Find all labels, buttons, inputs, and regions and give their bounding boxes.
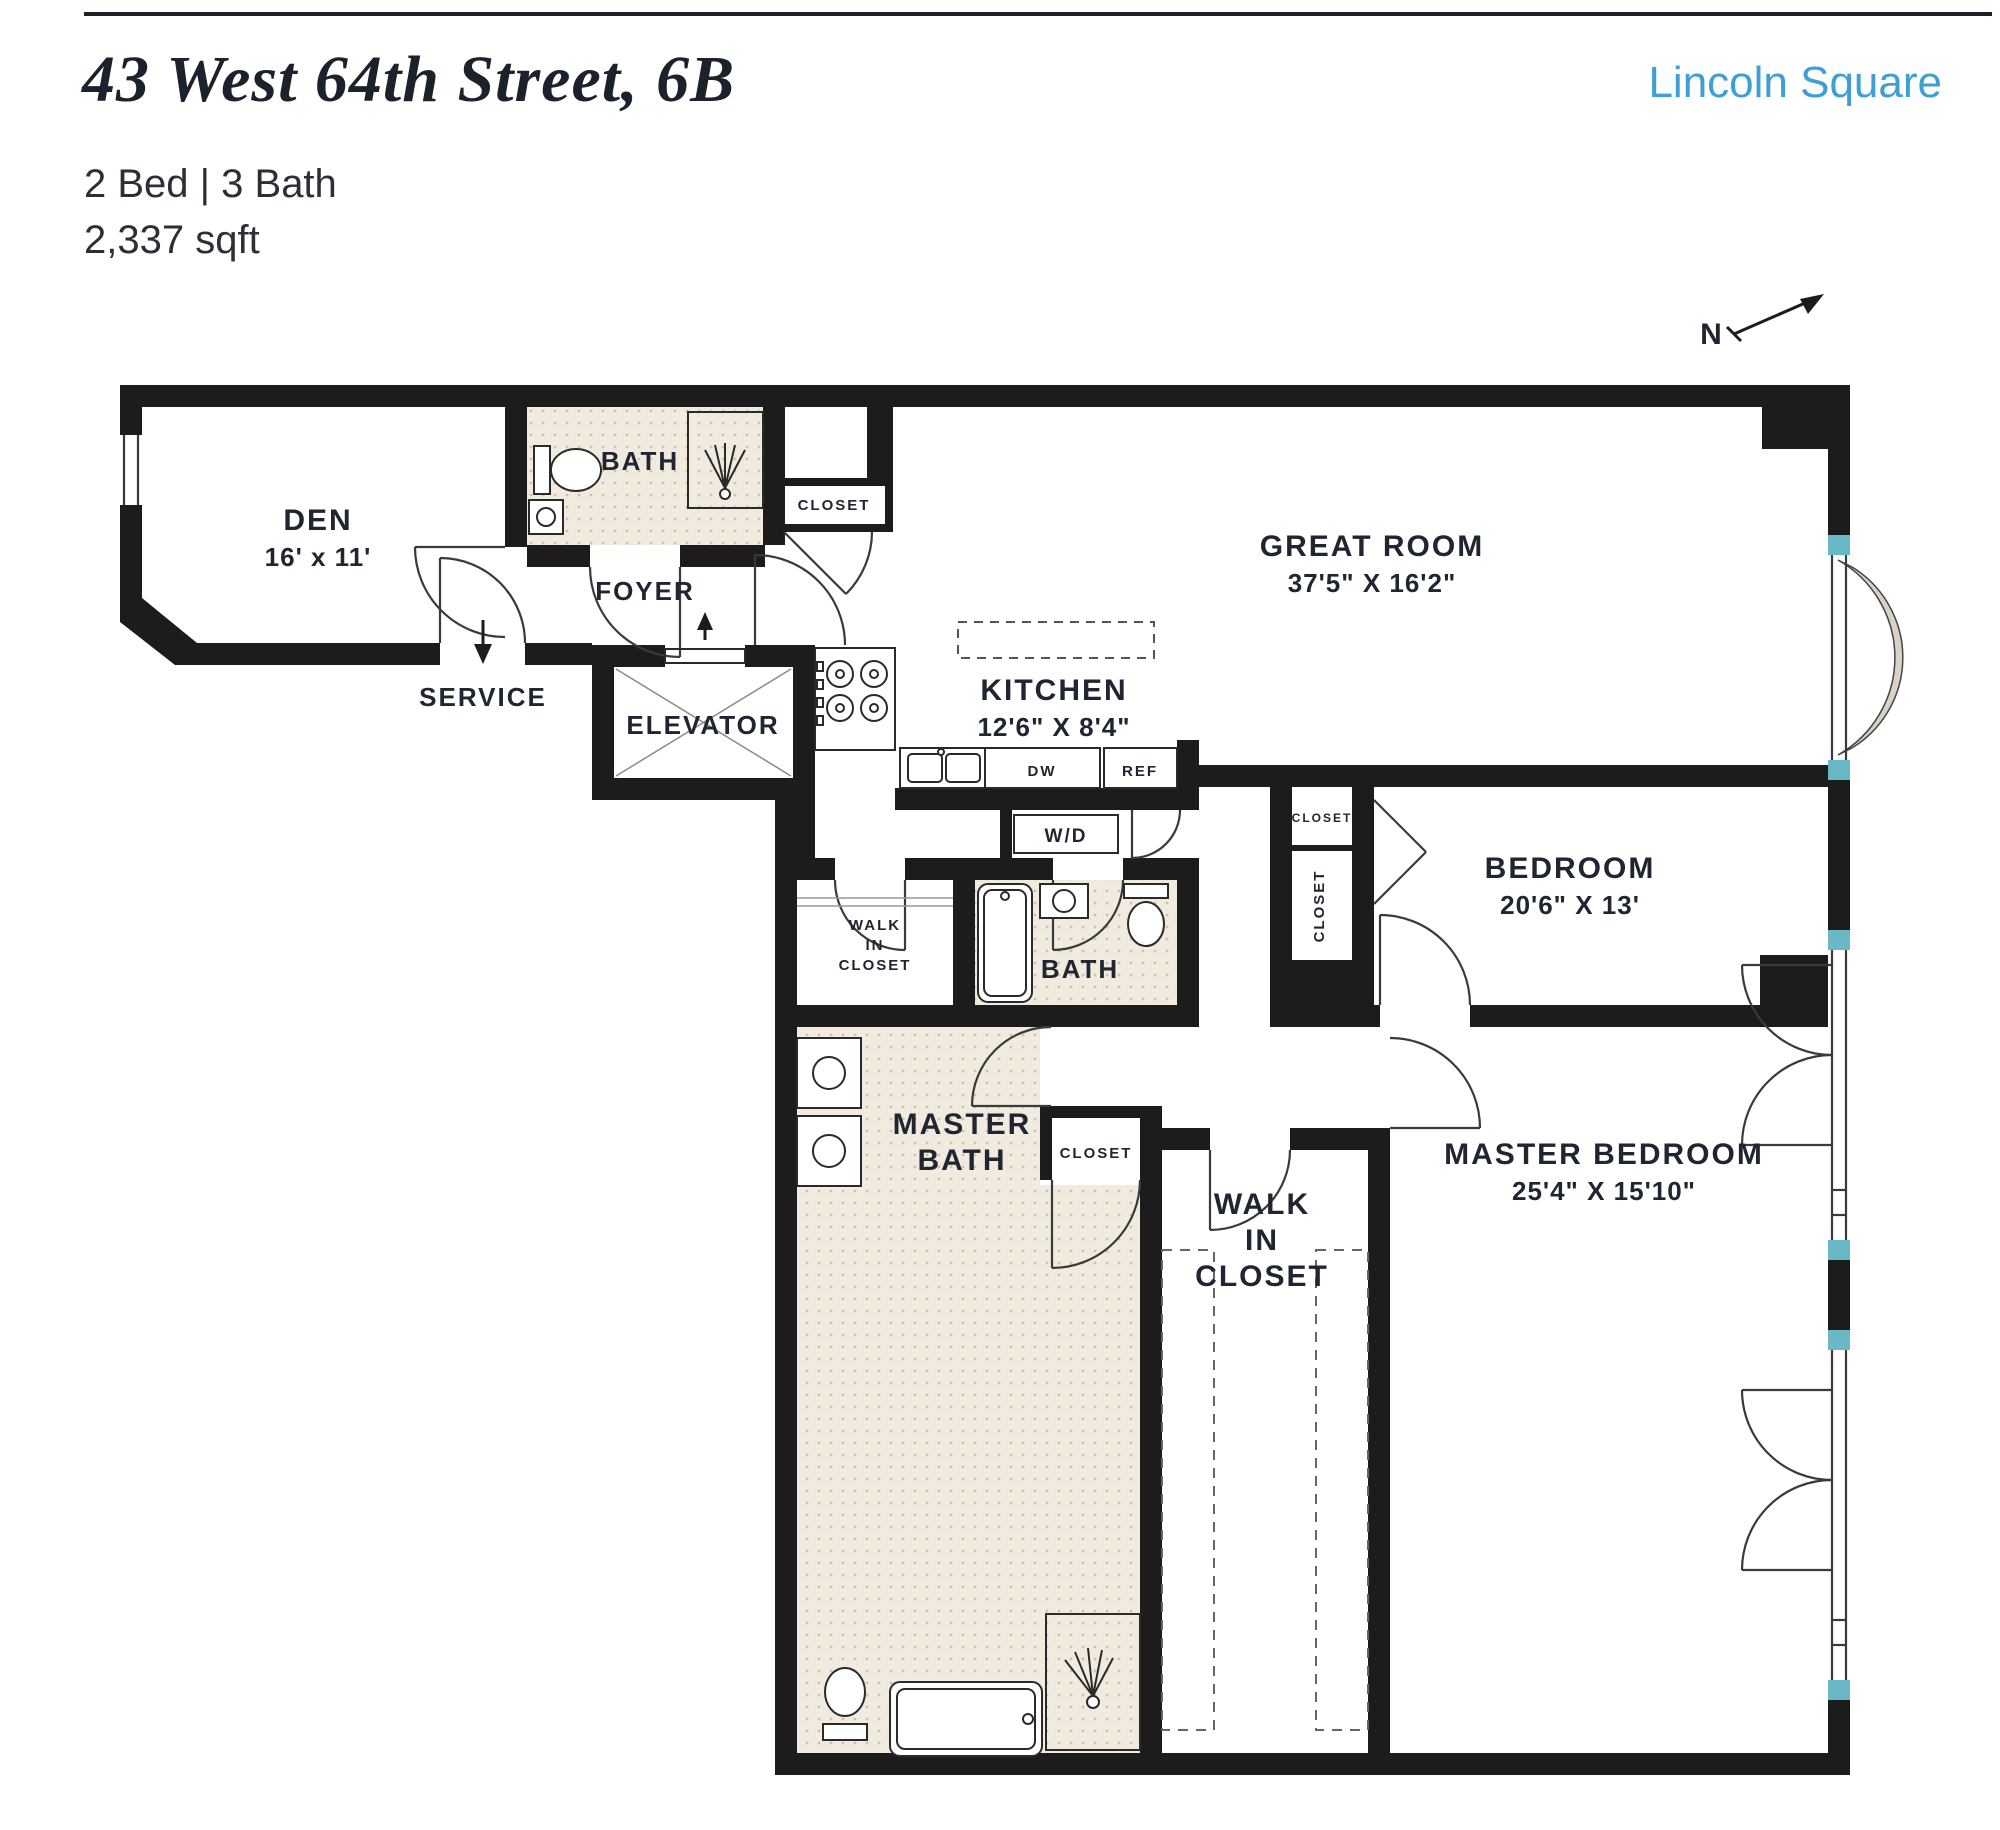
bay-window [1830, 555, 1904, 760]
elevator-arrow-icon [697, 612, 713, 640]
den-door [413, 545, 506, 639]
toilet-icon [822, 1667, 868, 1741]
doors [413, 531, 1482, 1270]
service-door [438, 556, 527, 644]
den-dims: 16' x 11' [265, 542, 372, 572]
kitchen-counter [899, 747, 1101, 789]
wd-door [1130, 809, 1182, 860]
foyer-label: FOYER [595, 576, 695, 606]
bath-top-label: BATH [601, 446, 679, 476]
sqft-label: 2,337 sqft [84, 218, 260, 262]
bathtub-icon [889, 1681, 1043, 1757]
great-room-label: GREAT ROOM [1260, 530, 1484, 563]
walkin-master-l3: CLOSET [1195, 1260, 1329, 1293]
kitchen-label: KITCHEN [980, 674, 1127, 707]
bedroom-window [1740, 950, 1848, 1240]
foyer-door [753, 553, 847, 646]
walkin-upper-shelf [797, 897, 953, 907]
sink-icon [1039, 883, 1089, 919]
walkin-master-l2: IN [1245, 1224, 1279, 1257]
sink-icon [528, 499, 564, 535]
den-label: DEN [283, 504, 352, 537]
beds-baths-label: 2 Bed | 3 Bath [84, 162, 337, 206]
walkin-master-door [1208, 1149, 1292, 1232]
bedroom-label: BEDROOM [1485, 852, 1656, 885]
closet-master-label: CLOSET [1060, 1145, 1133, 1162]
hall-closet-bifold-doors [1373, 799, 1427, 905]
washer-dryer-box [1013, 814, 1119, 854]
kitchen-dims: 12'6" X 8'4" [977, 712, 1130, 742]
walkin-upper-l2: IN [866, 937, 885, 954]
dishwasher-label: DW [1028, 763, 1057, 780]
bedroom-dims: 20'6" X 13' [1500, 890, 1640, 920]
master-bath-door [970, 1025, 1052, 1108]
bath-mid-label: BATH [1041, 954, 1119, 984]
walls [120, 385, 1850, 1775]
shower-icon [687, 411, 764, 509]
north-label: N [1700, 318, 1724, 351]
master-bedroom-window [1740, 1350, 1848, 1680]
refrigerator-label: REF [1122, 763, 1158, 780]
kitchen-island [957, 621, 1155, 659]
refrigerator-box [1103, 747, 1178, 789]
closet-master-door [1050, 1179, 1142, 1270]
bedroom-door [1378, 913, 1472, 1006]
great-room-dims: 37'5" X 16'2" [1288, 568, 1457, 598]
double-vanity-icon [796, 1037, 862, 1187]
closet-top-label: CLOSET [798, 497, 871, 514]
north-arrow: N [1700, 294, 1824, 351]
master-bedroom-door [1389, 1036, 1482, 1130]
den-window [122, 435, 140, 505]
bathtub-icon [977, 883, 1033, 1003]
elevator-cab [615, 648, 792, 777]
master-bedroom-label: MASTER BEDROOM [1444, 1138, 1764, 1171]
neighborhood-label: Lincoln Square [1648, 58, 1942, 107]
laundry-label: W/D [1045, 826, 1088, 847]
master-bedroom-dims: 25'4" X 15'10" [1512, 1176, 1696, 1206]
fixtures [474, 411, 1369, 1757]
toilet-icon [1123, 883, 1169, 947]
bath-top-door [588, 566, 682, 659]
walkin-master-l1: WALK [1214, 1188, 1310, 1221]
master-bath-l1: MASTER [893, 1108, 1032, 1141]
window-accents [1828, 535, 1850, 1700]
walkin-upper-l1: WALK [849, 917, 901, 934]
shower-icon [1045, 1613, 1141, 1751]
walkin-upper-l3: CLOSET [839, 957, 912, 974]
north-arrowhead-icon [1800, 294, 1824, 314]
walkin-upper-door [833, 879, 907, 952]
hall-closet-tall-label: CLOSET [1311, 870, 1328, 943]
elevator-label: ELEVATOR [626, 710, 779, 740]
walkin-master-shelving [1161, 1249, 1369, 1731]
closet-top-door [783, 531, 874, 595]
master-bath-l2: BATH [917, 1144, 1006, 1177]
listing-title: 43 West 64th Street, 6B [82, 43, 736, 116]
toilet-icon [533, 445, 602, 495]
stove-icon [814, 647, 896, 751]
hall-closet-small-label: CLOSET [1292, 811, 1353, 825]
top-rule [84, 12, 1992, 16]
service-label: SERVICE [419, 682, 547, 712]
windows [122, 435, 1904, 1680]
labels: DEN 16' x 11' BATH CLOSET FOYER GREAT RO… [265, 446, 1764, 1293]
service-arrow-icon [474, 620, 492, 664]
